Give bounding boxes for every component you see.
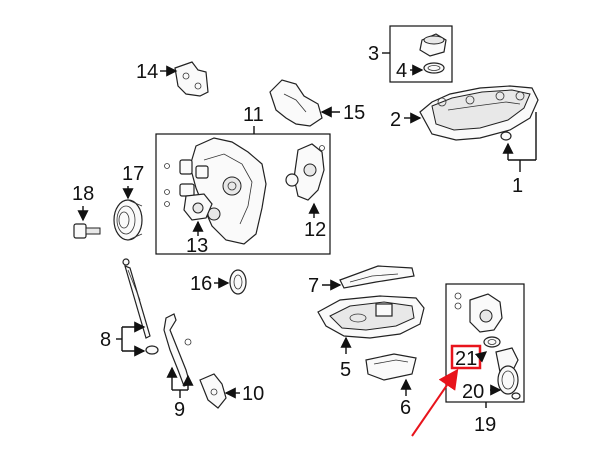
- callout-15: 15: [343, 102, 365, 124]
- callout-10: 10: [242, 383, 264, 405]
- part-9-dipstick-tube: 9: [163, 313, 194, 421]
- part-19-oil-filter-housing-group: 20 19: [445, 283, 525, 436]
- part-21-highlighted-callout: 21: [411, 344, 488, 437]
- part-5-oil-pan: 5: [317, 295, 425, 381]
- callout-9: 9: [174, 399, 185, 421]
- callout-13: 13: [186, 235, 208, 257]
- part-18-pulley-bolt: 18: [72, 183, 101, 239]
- part-15-timing-cover-piece: 15: [269, 79, 365, 127]
- callout-20: 20: [462, 381, 484, 403]
- callout-6: 6: [400, 397, 411, 419]
- callout-16: 16: [190, 273, 212, 295]
- part-17-crankshaft-pulley: 17: [113, 163, 144, 241]
- part-6-pan-gasket: 6: [365, 353, 417, 419]
- callout-2: 2: [390, 109, 401, 131]
- callout-3: 3: [368, 43, 379, 65]
- part-7-oil-baffle: 7: [308, 265, 415, 297]
- callout-4: 4: [396, 60, 407, 82]
- callout-21: 21: [455, 348, 477, 370]
- callout-5: 5: [340, 359, 351, 381]
- red-pointer-arrow: [411, 368, 459, 437]
- callout-18: 18: [72, 183, 94, 205]
- callout-11: 11: [243, 104, 264, 126]
- callout-17: 17: [122, 163, 144, 185]
- part-14-bracket: 14: [136, 61, 209, 97]
- callout-12: 12: [304, 219, 326, 241]
- callout-1: 1: [512, 175, 523, 197]
- part-1-valve-cover: 2 1: [390, 85, 539, 197]
- group-11-timing-cover-box: 11 13 12: [155, 104, 331, 257]
- callout-7: 7: [308, 275, 319, 297]
- part-16-oil-seal: 16: [190, 269, 247, 295]
- callout-8: 8: [100, 329, 111, 351]
- part-10-tube-bracket: 10: [199, 373, 264, 409]
- callout-14: 14: [136, 61, 158, 83]
- part-3-oil-cap-group: 3 4: [368, 25, 453, 83]
- callout-19: 19: [474, 414, 496, 436]
- part-8-dipstick: 8: [100, 258, 159, 357]
